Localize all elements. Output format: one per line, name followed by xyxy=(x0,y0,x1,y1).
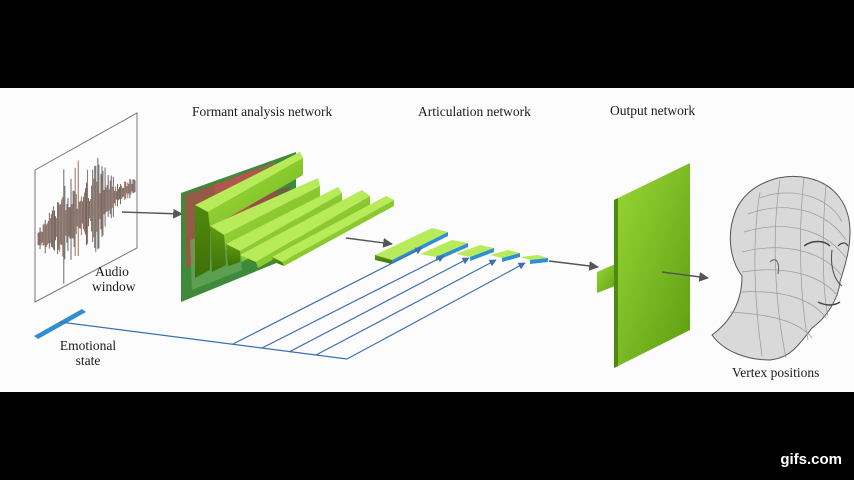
audio-to-formant-arrow xyxy=(121,208,183,219)
output-network-label: Output network xyxy=(610,103,696,118)
audio-window-label-line2: window xyxy=(92,279,136,294)
vertex-head-mesh xyxy=(711,176,851,361)
emotion-wiring xyxy=(59,247,526,360)
emotional-state-label: Emotional state xyxy=(56,338,120,368)
vertex-positions-label: Vertex positions xyxy=(732,365,820,380)
audio-window-panel xyxy=(34,112,138,303)
audio-window-label-line1: Audio xyxy=(95,264,129,279)
articulation-network-label: Articulation network xyxy=(418,104,531,119)
articulation-to-output-arrow xyxy=(548,260,599,271)
audio-window-label: Audio window xyxy=(92,264,136,294)
formant-conv-layers xyxy=(195,152,394,278)
emotional-state-label-line2: state xyxy=(75,353,101,368)
audio-waveform xyxy=(37,157,136,284)
figure-panel: Formant analysis network Articulation ne… xyxy=(0,88,854,392)
formant-to-articulation-arrow xyxy=(345,237,393,248)
network-diagram xyxy=(34,112,851,368)
emotional-state-label-line1: Emotional xyxy=(59,338,117,353)
output-to-vertex-arrow xyxy=(661,271,709,282)
formant-network-label: Formant analysis network xyxy=(192,104,333,119)
watermark-text: gifs.com xyxy=(780,451,842,468)
output-layers xyxy=(597,163,690,368)
emotional-state-bar xyxy=(34,309,86,339)
